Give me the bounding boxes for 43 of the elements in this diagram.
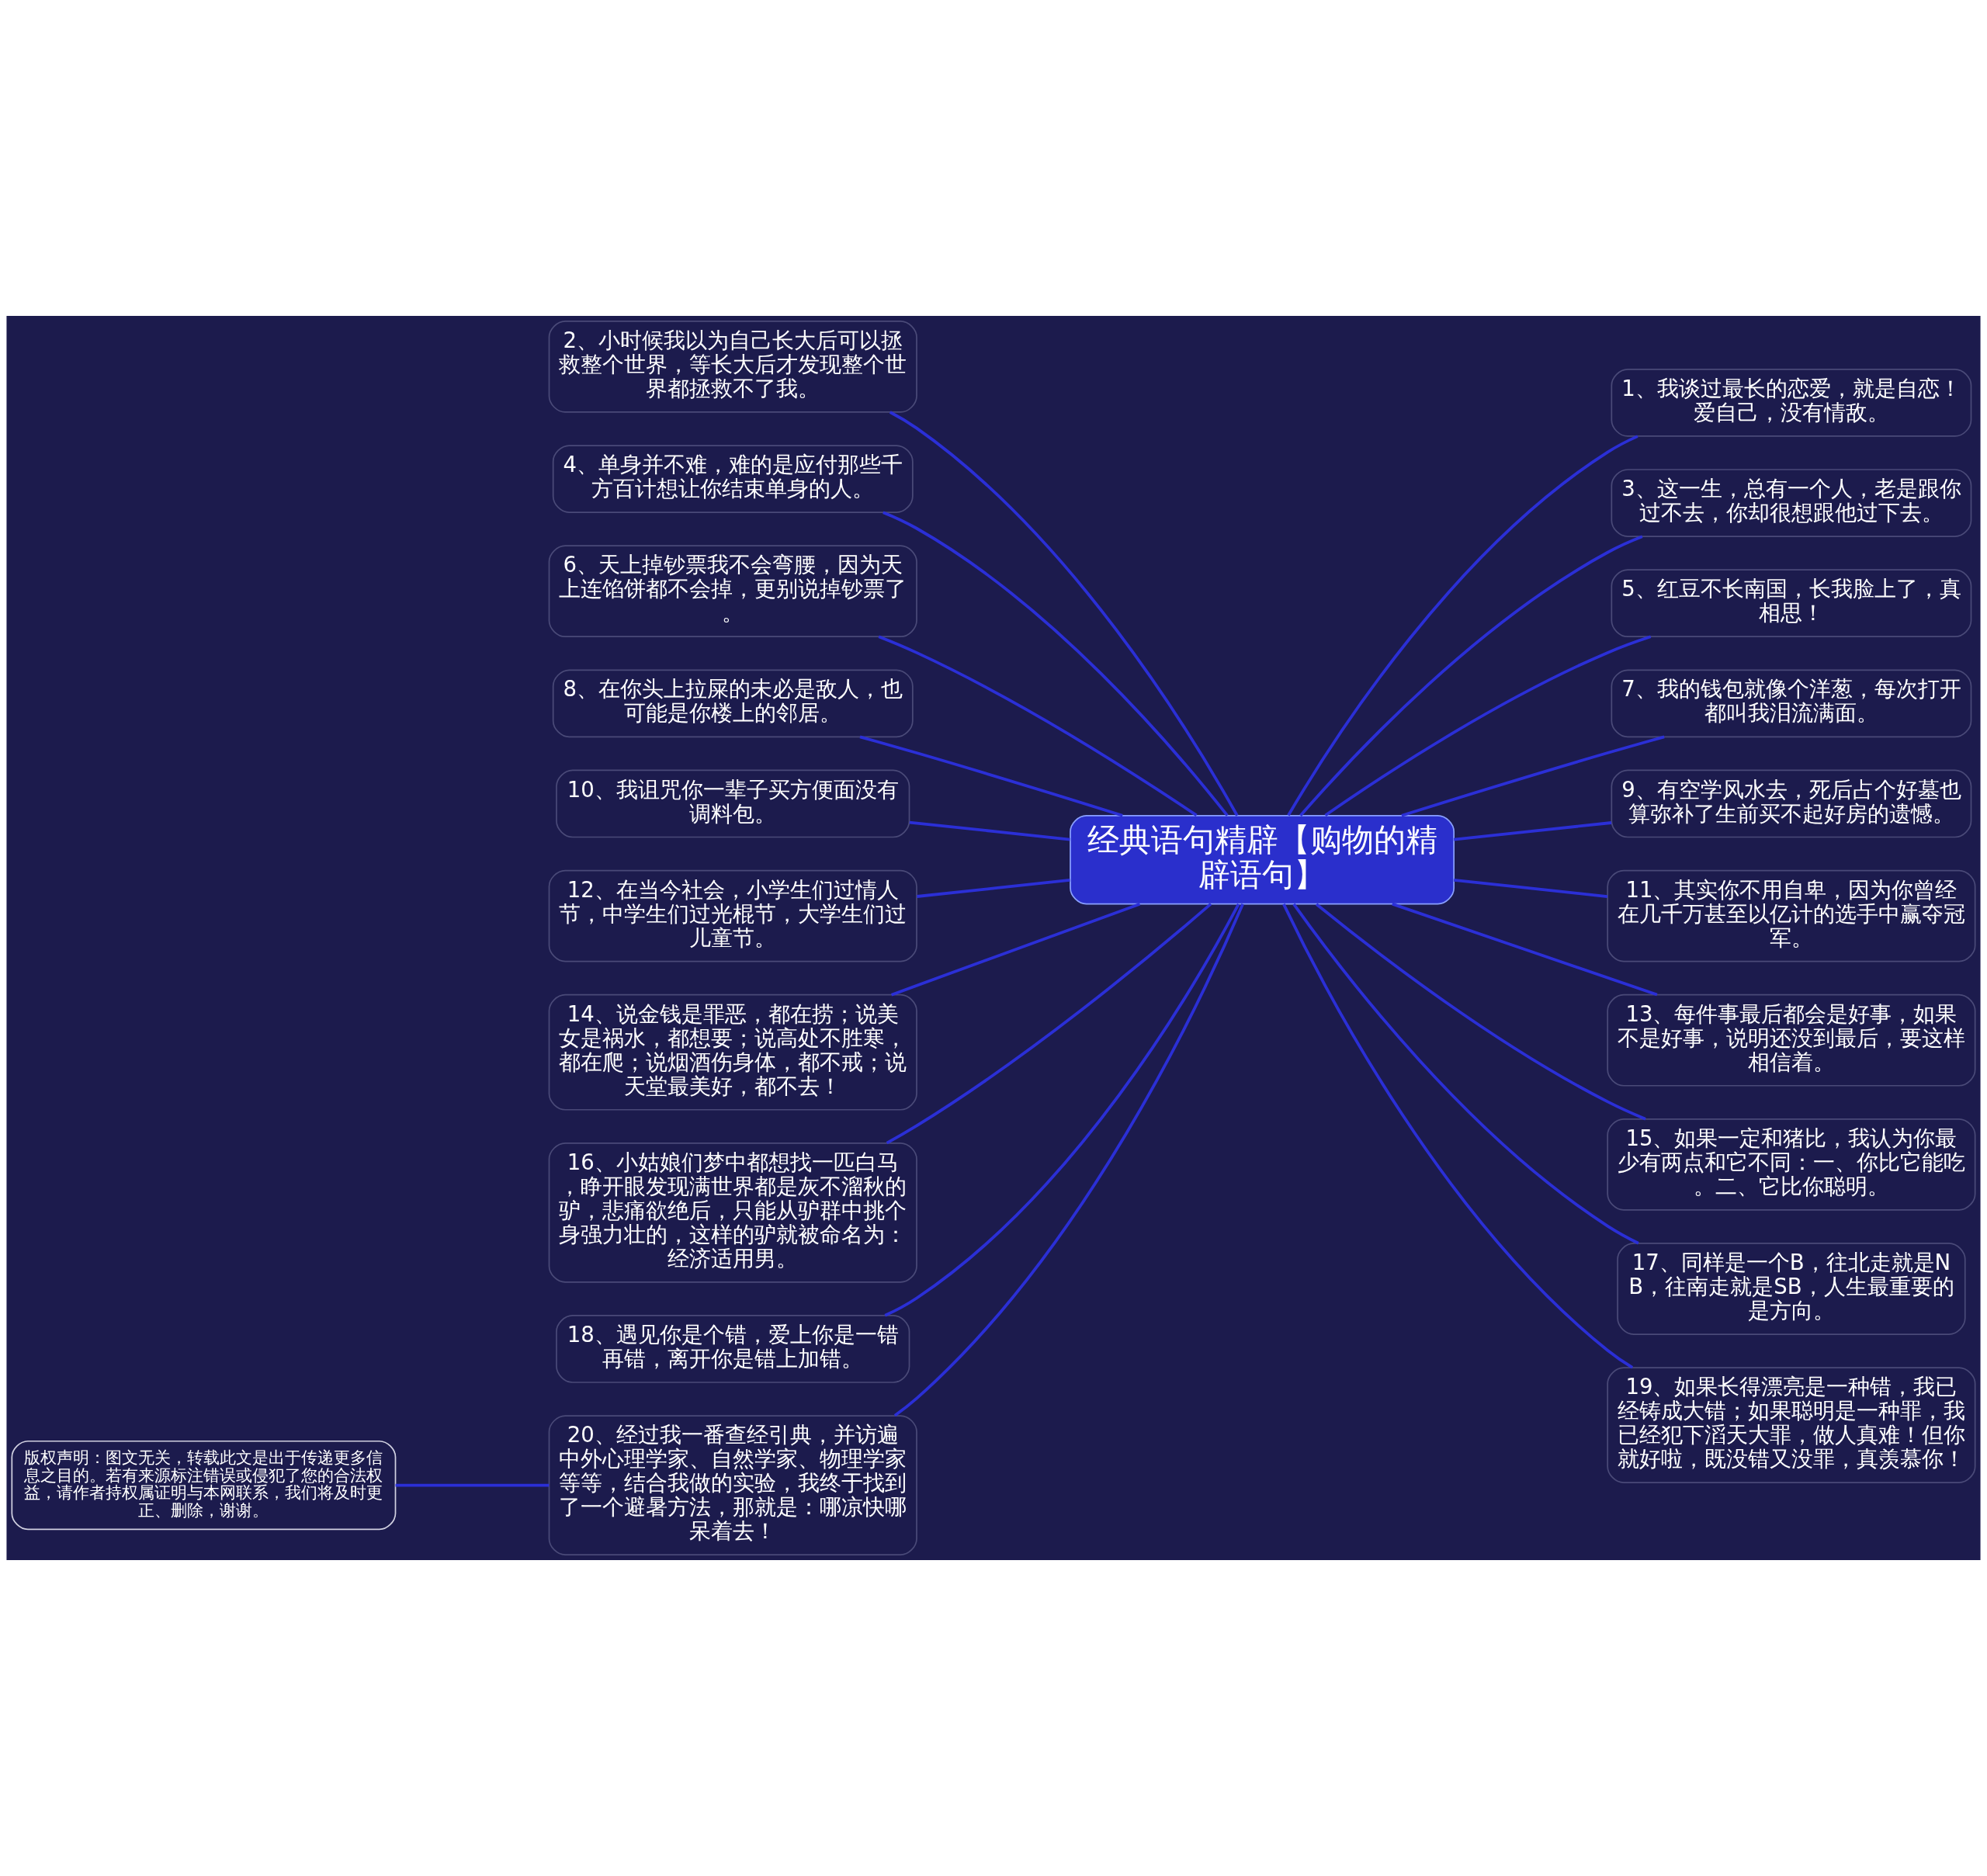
node-box: 18、遇见你是个错，爱上你是一错再错，离开你是错上加错。: [556, 1315, 910, 1383]
connector: [878, 635, 1198, 817]
node-box: 20、经过我一番查经引典，并访遍中外心理学家、自然学家、物理学家等等，结合我做的实验，我终于找到了一个避暑方法，那就是：哪凉快哪呆着去！: [548, 1415, 917, 1555]
connector: [893, 903, 1244, 1417]
connector: [890, 902, 1141, 997]
connector: [1324, 635, 1652, 817]
node-box: 8、在你头上拉屎的未必是敌人，也可能是你楼上的邻居。: [552, 669, 914, 738]
node-box: 11、其实你不用自卑，因为你曾经在几千万甚至以亿计的选手中赢夺冠军。: [1607, 869, 1976, 962]
node-box: 9、有空学风水去，死后占个好墓也算弥补了生前买不起好房的遗憾。: [1611, 769, 1972, 838]
connector: [1392, 902, 1658, 997]
node-box: 10、我诅咒你一辈子买方便面没有调料包。: [556, 769, 910, 838]
connector: [1454, 821, 1612, 841]
node-box: 12、在当今社会，小学生们过情人节，中学生们过光棍节，大学生们过儿童节。: [548, 869, 917, 962]
node-box: 2、小时候我以为自己长大后可以拯救整个世界，等长大后才发现整个世界都拯救不了我。: [548, 321, 917, 413]
node-box: 17、同样是一个B，往北走就是NB，往南走就是SB，人生最重要的是方向。: [1617, 1243, 1966, 1335]
connector: [1401, 735, 1665, 817]
connector: [889, 411, 1239, 817]
connector: [884, 903, 1240, 1317]
connector: [1299, 535, 1643, 817]
connector: [886, 903, 1212, 1145]
connector: [1454, 879, 1608, 898]
node-box: 14、说金钱是罪恶，都在捞；说美女是祸水，都想要；说高处不胜寒，都在爬；说烟酒伤身体，都不戒；说天堂最美好，都不去！: [548, 993, 917, 1111]
node-box: 5、红豆不长南国，长我脸上了，真相思！: [1611, 569, 1972, 638]
node-box: 4、单身并不难，难的是应付那些千方百计想让你结束单身的人。: [552, 445, 914, 513]
node-box: 3、这一生，总有一个人，老是跟你过不去，你却很想跟他过下去。: [1611, 469, 1972, 537]
node-box: 15、如果一定和猪比，我认为你最少有两点和它不同：一、你比它能吃。二、它比你聪明。: [1607, 1118, 1976, 1211]
connector: [1292, 903, 1639, 1245]
node-box: 版权声明：图文无关，转载此文是出于传递更多信息之目的。若有来源标注错误或侵犯了您的合法权益，请作者持权属证明与本网联系，我们将及时更正、删除，谢谢。: [11, 1440, 397, 1531]
node-box: 经典语句精辟【购物的精辟语句】: [1070, 815, 1455, 905]
node-box: 1、我谈过最长的恋爱，就是自恋！爱自己，没有情敌。: [1611, 369, 1972, 437]
node-box: 7、我的钱包就像个洋葱，每次打开都叫我泪流满面。: [1611, 669, 1972, 738]
connector: [1315, 903, 1646, 1121]
connector: [859, 735, 1123, 817]
connector: [917, 879, 1070, 898]
connector: [395, 1483, 550, 1487]
node-box: 16、小姑娘们梦中都想找一匹白马，睁开眼发现满世界都是灰不溜秋的驴，悲痛欲绝后，只能从驴群中挑个身强力壮的，这样的驴就被命名为：经济适用男。: [548, 1142, 917, 1283]
node-box: 13、每件事最后都会是好事，如果不是好事，说明还没到最后，要这样相信着。: [1607, 993, 1976, 1087]
connector: [883, 511, 1229, 817]
connector: [1287, 435, 1638, 817]
connector: [909, 820, 1070, 841]
node-box: 19、如果长得漂亮是一种错，我已经铸成大错；如果聪明是一种罪，我已经犯下滔天大罪，做人真难！但你就好啦，既没错又没罪，真羡慕你！: [1607, 1367, 1976, 1483]
node-box: 6、天上掉钞票我不会弯腰，因为天上连馅饼都不会掉，更别说掉钞票了。: [548, 545, 917, 638]
connector: [1282, 903, 1634, 1369]
